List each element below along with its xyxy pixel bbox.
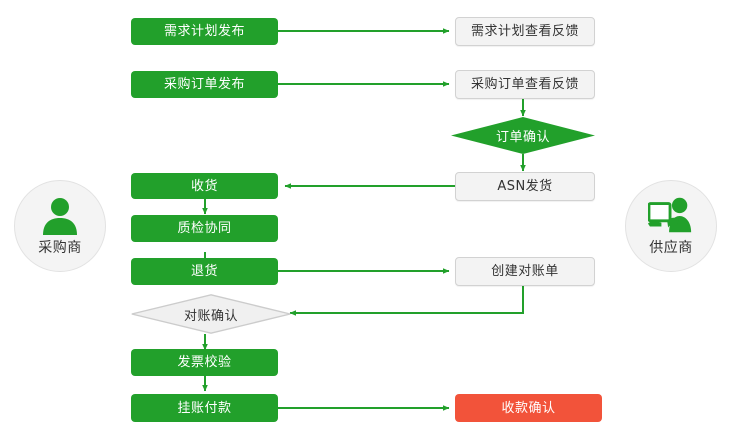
node-statement-confirm-label: 对账确认 — [183, 308, 238, 324]
edge-n10-n11 — [289, 286, 524, 316]
node-order-confirm-label: 订单确认 — [495, 130, 550, 145]
node-invoice-verification[interactable]: 发票校验 — [131, 349, 278, 376]
node-create-statement[interactable]: 创建对账单 — [455, 257, 595, 286]
person-icon — [37, 195, 83, 235]
actor-buyer: 采购商 — [14, 180, 106, 272]
actor-supplier: 供应商 — [625, 180, 717, 272]
node-payment-posting[interactable]: 挂账付款 — [131, 394, 278, 422]
node-quality-inspection[interactable]: 质检协同 — [131, 215, 278, 242]
node-order-confirm[interactable]: 订单确认 — [451, 117, 595, 154]
node-demand-plan-view-feedback[interactable]: 需求计划查看反馈 — [455, 17, 595, 46]
actor-supplier-label: 供应商 — [649, 240, 693, 256]
node-demand-plan-publish[interactable]: 需求计划发布 — [131, 18, 278, 45]
actor-buyer-label: 采购商 — [38, 240, 82, 256]
node-asn-shipment[interactable]: ASN发货 — [455, 172, 595, 201]
node-payment-received-confirm[interactable]: 收款确认 — [455, 394, 602, 422]
node-return-goods[interactable]: 退货 — [131, 258, 278, 285]
node-statement-confirm[interactable]: 对账确认 — [131, 294, 291, 334]
person-computer-icon — [648, 195, 694, 235]
node-purchase-order-publish[interactable]: 采购订单发布 — [131, 71, 278, 98]
node-purchase-order-view-feedback[interactable]: 采购订单查看反馈 — [455, 70, 595, 99]
node-receive-goods[interactable]: 收货 — [131, 173, 278, 199]
